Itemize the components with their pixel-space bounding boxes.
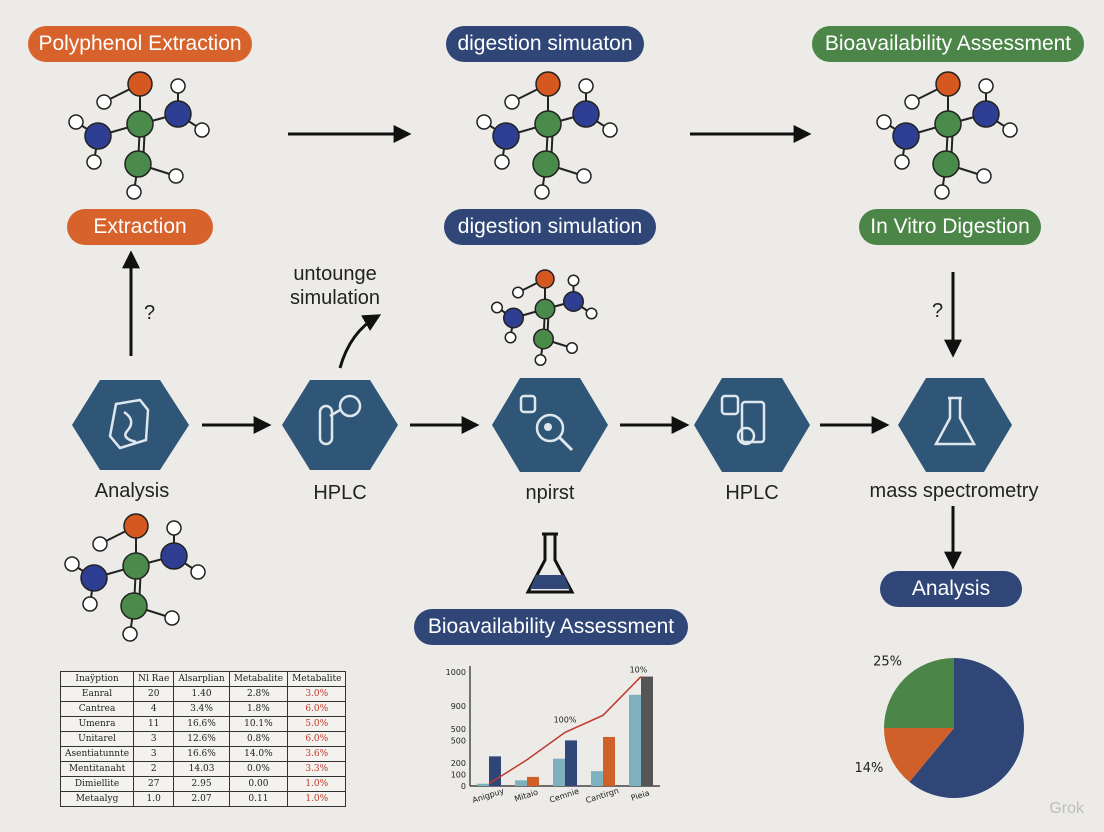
watermark: Grok bbox=[1049, 800, 1084, 817]
y-tick-label: 900 bbox=[451, 702, 466, 711]
pie-slice bbox=[909, 658, 1024, 798]
question-mark-right: ? bbox=[932, 300, 944, 322]
molecule-mid-center bbox=[491, 269, 598, 366]
bar bbox=[515, 780, 527, 786]
hexagon-analysis bbox=[72, 380, 189, 470]
annotation-label: 10% bbox=[630, 666, 648, 675]
table-header-cell: Alsarplian bbox=[173, 671, 230, 687]
table-cell: 1.0% bbox=[287, 791, 347, 807]
bar bbox=[527, 776, 539, 786]
bar bbox=[629, 694, 641, 786]
beaker-icon bbox=[525, 532, 575, 594]
pill-in-vitro-digestion: In Vitro Digestion bbox=[859, 209, 1041, 245]
pill-digestion-simulation: digestion simulation bbox=[444, 209, 656, 245]
molecule-top-left bbox=[68, 71, 210, 200]
step-label-hplc-1: HPLC bbox=[313, 482, 367, 504]
bar bbox=[641, 676, 653, 786]
hexagon-mass-spec bbox=[898, 378, 1012, 472]
pill-digestion-simuaton: digestion simuaton bbox=[446, 26, 644, 62]
pill-analysis: Analysis bbox=[880, 571, 1022, 607]
flask-icon bbox=[933, 396, 977, 446]
molecule-top-right bbox=[876, 71, 1018, 200]
pie-slice bbox=[884, 658, 954, 728]
question-mark-left: ? bbox=[144, 302, 156, 324]
magnifier-icon bbox=[535, 413, 565, 443]
y-tick-label: 500 bbox=[451, 736, 466, 745]
bar bbox=[565, 740, 577, 786]
annotation-label: 100% bbox=[554, 715, 577, 724]
y-tick-label: 0 bbox=[461, 782, 466, 791]
pie-slice bbox=[884, 728, 954, 782]
step-label-npirst: npirst bbox=[525, 482, 575, 504]
y-tick-label: 100 bbox=[451, 771, 466, 780]
bar bbox=[591, 771, 603, 786]
step-label-analysis: Analysis bbox=[94, 480, 170, 502]
map-icon bbox=[108, 398, 150, 450]
arrow-curve bbox=[338, 314, 382, 369]
curve-note: untounge simulation bbox=[290, 263, 381, 309]
step-label-mass-spectrometry: mass spectrometry bbox=[869, 480, 1039, 502]
hexagon-npirst bbox=[492, 378, 608, 472]
test-tube-icon bbox=[318, 404, 334, 446]
step-label-hplc-2: HPLC bbox=[725, 482, 779, 504]
table-cell: 2.07 bbox=[173, 791, 230, 807]
data-table: Inaÿption Nl Rae Alsarplian Metabalite M… bbox=[59, 671, 347, 807]
y-tick-label: 200 bbox=[451, 759, 466, 768]
table-cell: 1.0 bbox=[133, 791, 175, 807]
bar bbox=[553, 758, 565, 786]
molecule-top-center bbox=[476, 71, 618, 200]
hexagon-hplc-2 bbox=[694, 378, 810, 472]
pill-extraction: Extraction bbox=[67, 209, 213, 245]
pill-bioavailability-assessment-top: Bioavailability Assessment bbox=[812, 26, 1084, 62]
molecule-bottom-left bbox=[64, 513, 206, 642]
lab-equipment-icon bbox=[720, 394, 740, 416]
hexagon-hplc-1 bbox=[282, 380, 398, 470]
bar bbox=[603, 736, 615, 786]
trend-line bbox=[488, 676, 642, 785]
y-tick-label: 1000 bbox=[446, 668, 466, 677]
bar bbox=[477, 783, 489, 786]
pill-bioavailability-assessment-bottom: Bioavailability Assessment bbox=[414, 609, 688, 645]
pie-slice-label: 25% bbox=[873, 655, 902, 670]
y-tick-label: 500 bbox=[451, 725, 466, 734]
pill-polyphenol-extraction: Polyphenol Extraction bbox=[28, 26, 252, 62]
pie-slice-label: 14% bbox=[854, 761, 883, 776]
